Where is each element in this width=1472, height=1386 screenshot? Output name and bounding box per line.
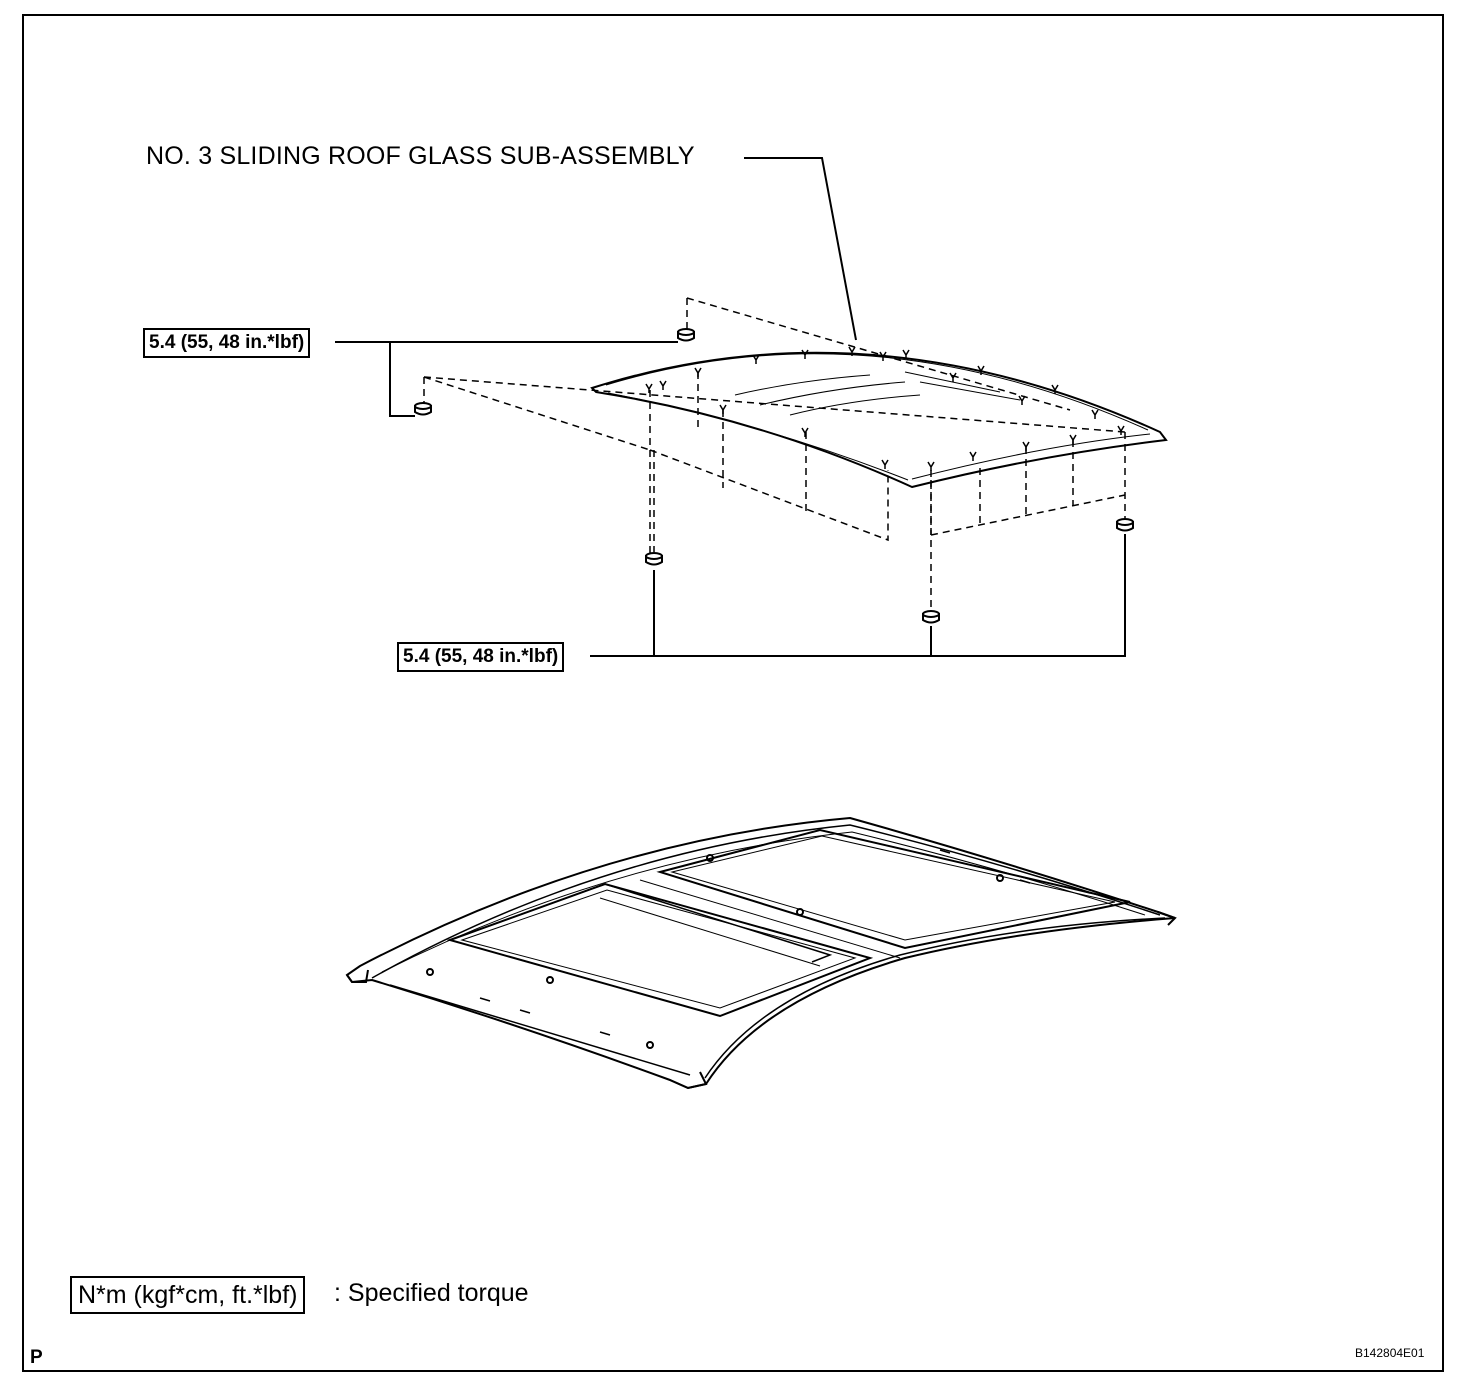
figure-id: B142804E01	[1355, 1346, 1425, 1360]
torque-spec-upper: 5.4 (55, 48 in.*lbf)	[143, 328, 311, 358]
diagram-frame	[22, 14, 1444, 1372]
part-label: NO. 3 SLIDING ROOF GLASS SUB-ASSEMBLY	[146, 142, 695, 170]
part-leader-line	[744, 157, 857, 341]
sliding-roof-glass	[590, 351, 1168, 489]
roof-panel	[345, 816, 1177, 1090]
torque-leader-lines	[335, 341, 1126, 657]
torque-spec-lower: 5.4 (55, 48 in.*lbf)	[397, 642, 565, 672]
nut-icons	[414, 328, 1134, 624]
legend-description: : Specified torque	[334, 1279, 529, 1307]
page-code: P	[30, 1347, 43, 1368]
legend-unit-box: N*m (kgf*cm, ft.*lbf)	[70, 1276, 306, 1314]
assembly-dashed-lines	[423, 297, 1126, 612]
glass-clip-marks	[645, 346, 1125, 471]
